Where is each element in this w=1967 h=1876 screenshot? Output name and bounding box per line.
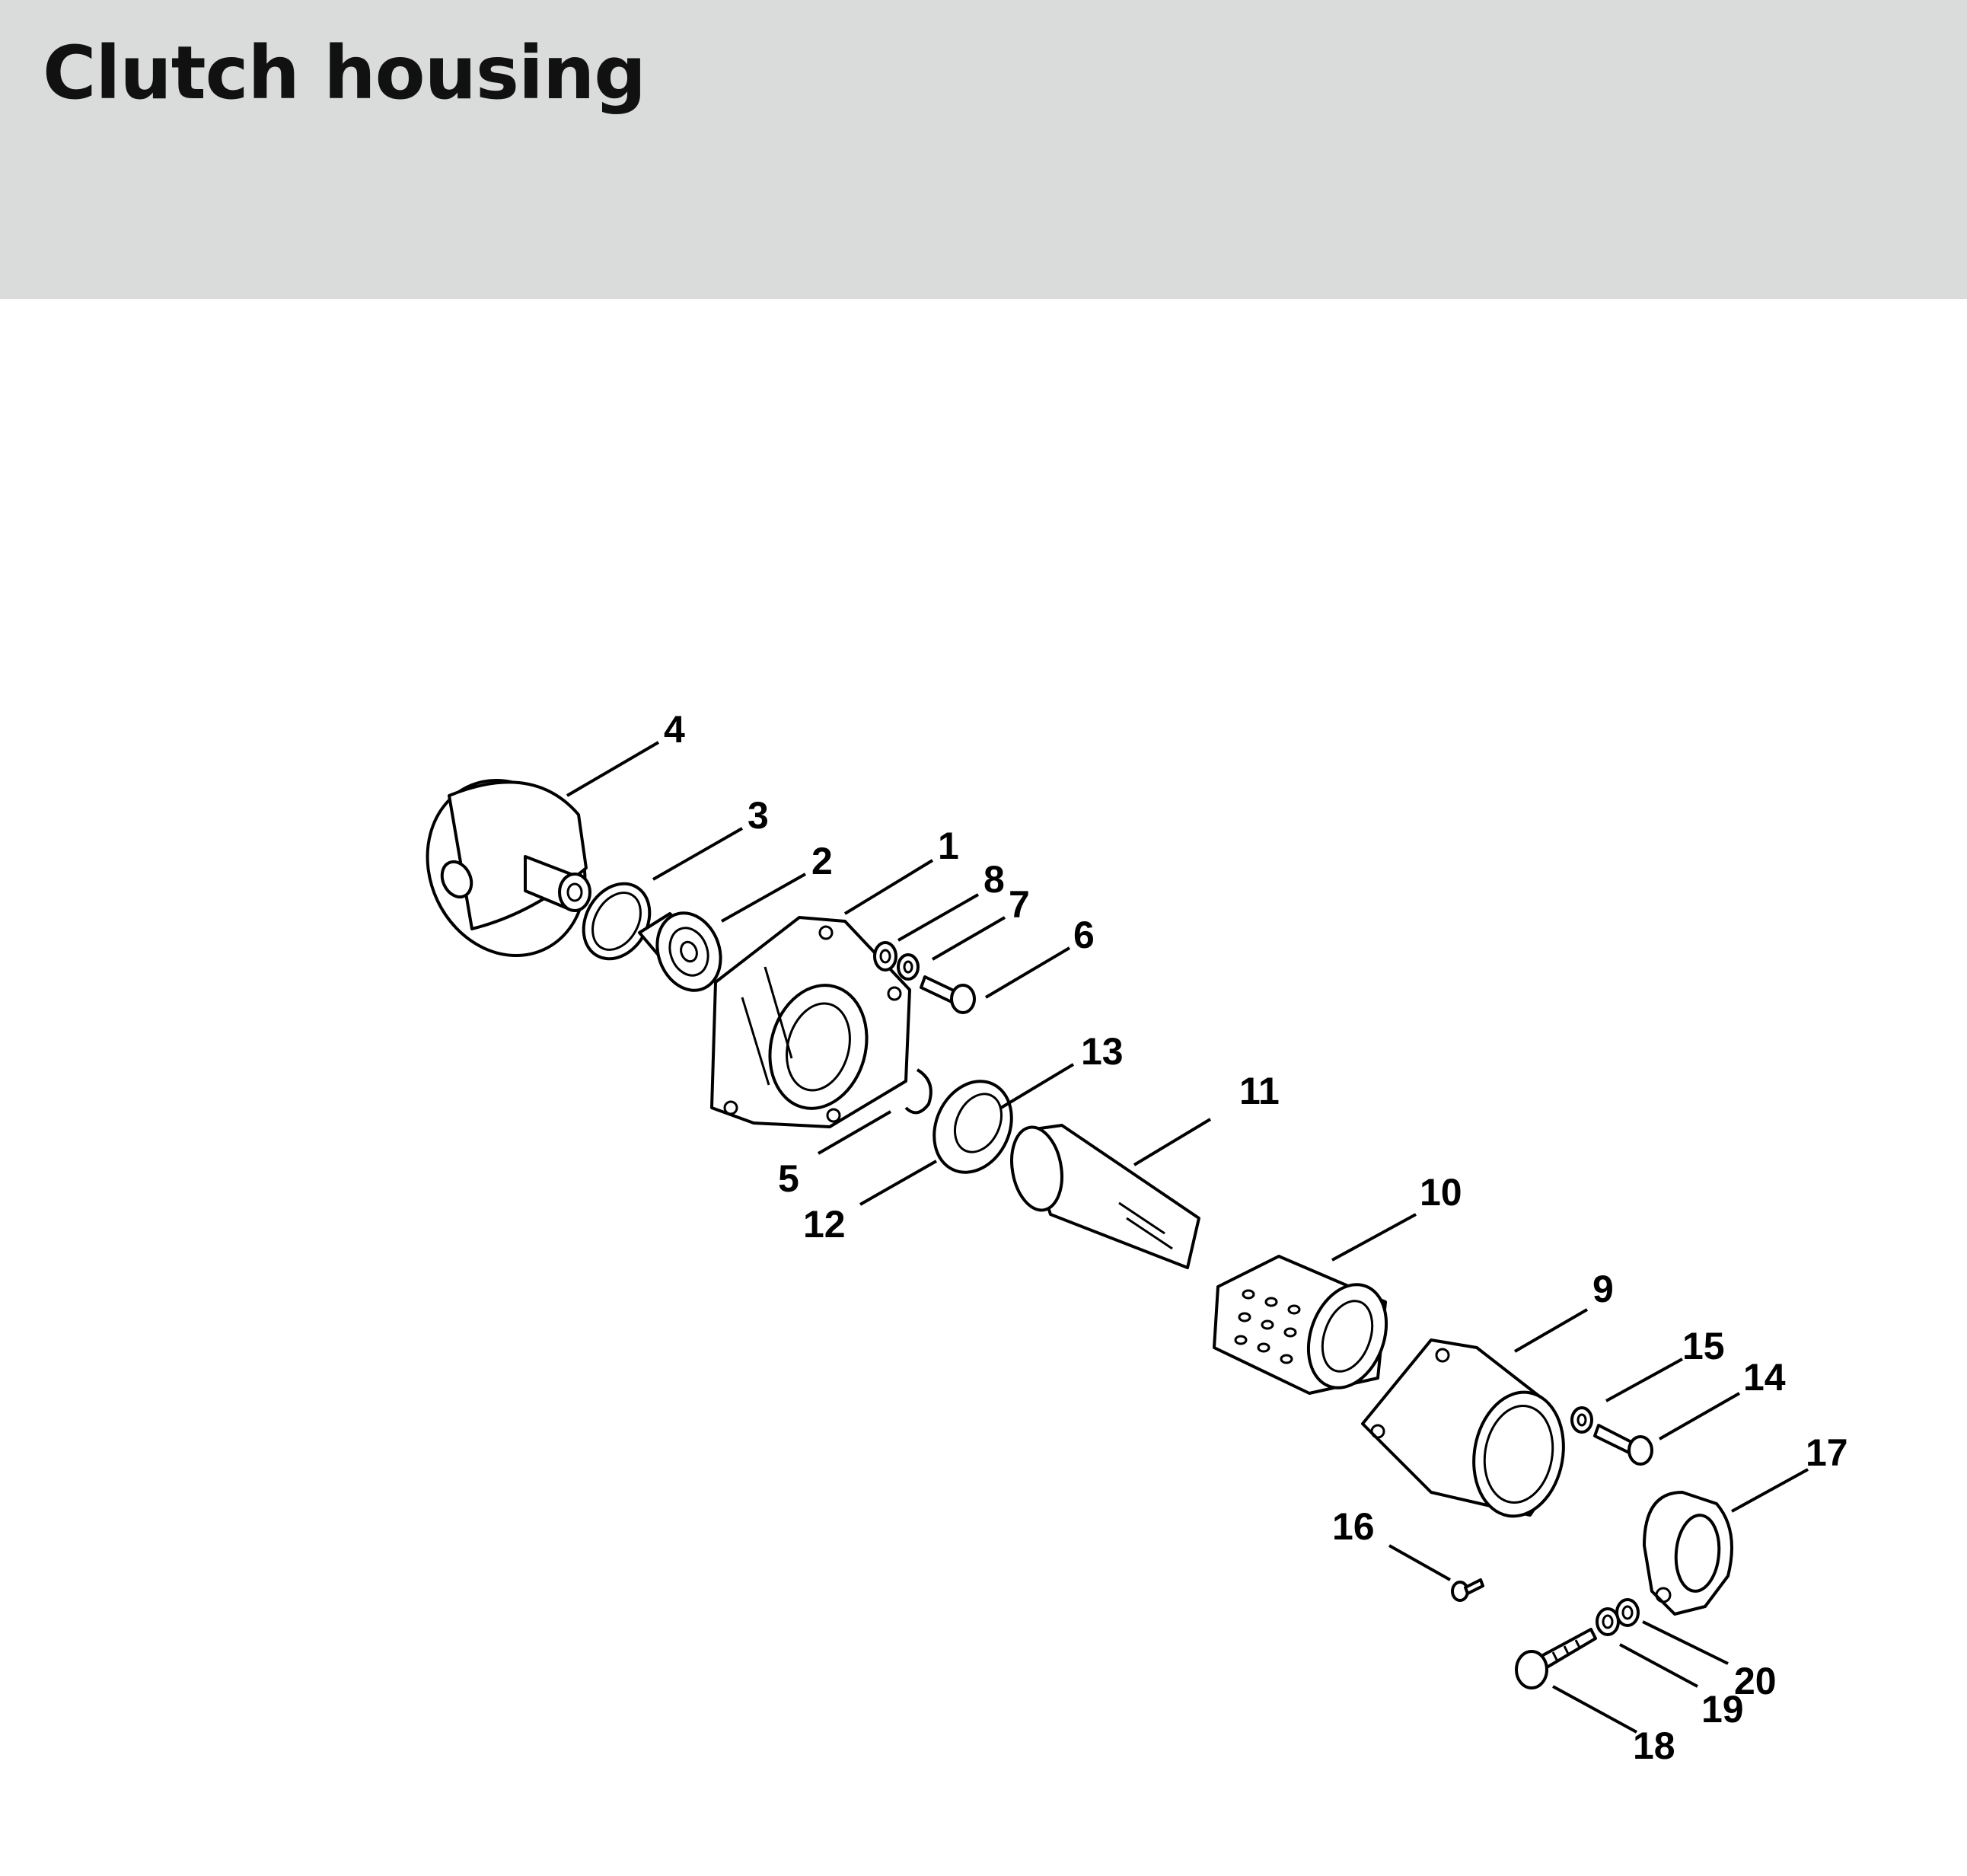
callout-5: 5 [778, 1157, 799, 1200]
callout-20: 20 [1734, 1660, 1777, 1702]
part-sleeve [1010, 1124, 1200, 1269]
part-bearing-housing [710, 916, 911, 1128]
part-washer-8 [873, 941, 897, 972]
header-bar: Clutch housing [0, 0, 1967, 299]
part-screw-16 [1451, 1578, 1484, 1602]
callout-10: 10 [1420, 1171, 1462, 1214]
callout-12: 12 [803, 1203, 846, 1246]
callout-4: 4 [664, 708, 685, 751]
part-washer-20 [1615, 1598, 1640, 1627]
callout-17: 17 [1806, 1431, 1848, 1474]
part-ball-bearing [638, 911, 722, 992]
callout-14: 14 [1743, 1356, 1786, 1399]
callout-2: 2 [811, 840, 833, 882]
leader-lines [566, 741, 1809, 1734]
part-clutch-drum [426, 779, 591, 957]
callout-15: 15 [1682, 1325, 1725, 1367]
page-title: Clutch housing [43, 30, 646, 116]
callout-3: 3 [748, 794, 769, 837]
callout-6: 6 [1073, 914, 1095, 956]
part-washer-7 [897, 953, 920, 981]
callout-labels: 4 3 2 1 8 7 6 13 11 5 12 10 9 15 14 17 1… [664, 708, 1848, 1767]
part-screw-6 [920, 975, 976, 1014]
callout-11: 11 [1239, 1070, 1280, 1112]
callout-19: 19 [1701, 1688, 1744, 1731]
part-screw-14 [1593, 1424, 1653, 1466]
part-spacer-ring [932, 1080, 1013, 1174]
callout-8: 8 [984, 858, 1005, 901]
part-washer-19 [1596, 1607, 1620, 1636]
callout-16: 16 [1332, 1505, 1375, 1548]
callout-9: 9 [1592, 1268, 1614, 1310]
callout-1: 1 [938, 825, 959, 867]
part-perforated-bushing [1213, 1255, 1388, 1395]
part-bolt-18 [1515, 1628, 1597, 1689]
callout-7: 7 [1009, 883, 1030, 926]
part-circlip [904, 1068, 932, 1115]
callout-13: 13 [1081, 1030, 1124, 1073]
callout-18: 18 [1633, 1724, 1675, 1767]
part-outer-housing [1361, 1338, 1565, 1518]
part-washer-15 [1570, 1406, 1593, 1434]
part-clamp [1643, 1491, 1733, 1616]
